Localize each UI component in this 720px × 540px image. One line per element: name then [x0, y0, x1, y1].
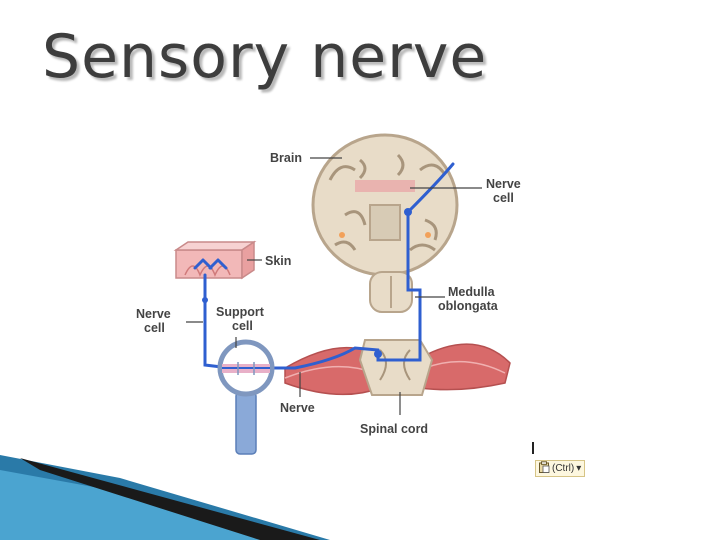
clipboard-icon: [538, 461, 550, 476]
medulla-illustration: [370, 272, 412, 312]
nerve-cell-right-label-line1: Nerve: [486, 177, 521, 191]
paste-options-label: (Ctrl): [552, 463, 574, 474]
brain-illustration: [313, 135, 457, 275]
nerve-cell-left-label-line2: cell: [144, 321, 165, 335]
slide-decoration-swoosh: [0, 455, 330, 540]
chevron-down-icon: ▾: [576, 463, 581, 474]
text-cursor: [532, 442, 534, 454]
medulla-label-line1: Medulla: [448, 285, 496, 299]
support-cell-label-line2: cell: [232, 319, 253, 333]
skin-illustration: [176, 242, 254, 278]
paste-options-button[interactable]: (Ctrl) ▾: [535, 460, 585, 477]
magnifier-illustration: [220, 342, 272, 454]
medulla-label-line2: oblongata: [438, 299, 499, 313]
brain-label: Brain: [270, 151, 302, 165]
support-cell-label-line1: Support: [216, 305, 265, 319]
nerve-cell-left-label-line1: Nerve: [136, 307, 171, 321]
nerve-label: Nerve: [280, 401, 315, 415]
nerve-cell-right-label-line2: cell: [493, 191, 514, 205]
spinal-cord-label: Spinal cord: [360, 422, 428, 436]
skin-label: Skin: [265, 254, 291, 268]
